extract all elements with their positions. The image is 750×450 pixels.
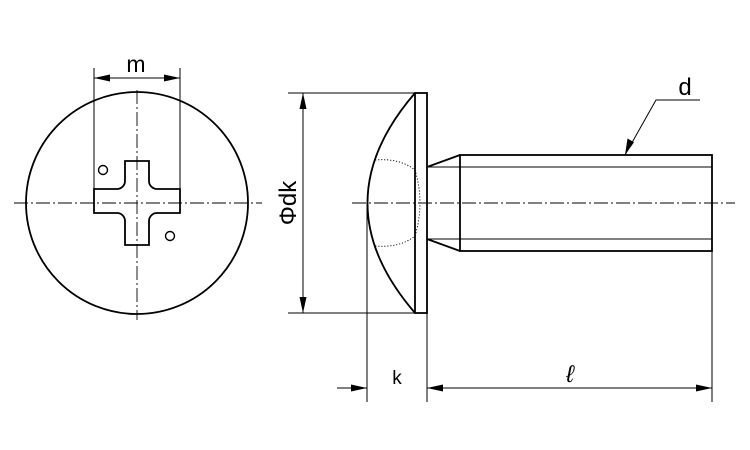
l-arrow-right [696,384,712,392]
dk-label: Φdk [275,180,302,225]
k-label: k [392,368,402,389]
head-flange [414,92,428,314]
marker-dot-lower-right [164,230,176,242]
d-leader-arrow [625,138,634,155]
recess-hidden-line [374,159,421,247]
screw-side-view: Φdk k ℓ d [275,74,735,402]
dk-arrow-top [299,93,307,109]
d-leader-line [624,99,700,156]
head-dome [366,92,416,314]
shank [459,154,713,252]
m-label: m [126,51,145,77]
cross-recess [93,160,181,246]
m-arrow-left [94,74,110,82]
m-arrow-right [164,74,180,82]
dk-arrow-bottom [299,297,307,313]
k-arrow-left [351,384,367,392]
marker-dot-upper-left [97,164,109,176]
head-top-view: m [14,51,262,320]
d-label: d [678,74,691,101]
l-label: ℓ [565,361,575,388]
neck-taper [426,154,461,252]
